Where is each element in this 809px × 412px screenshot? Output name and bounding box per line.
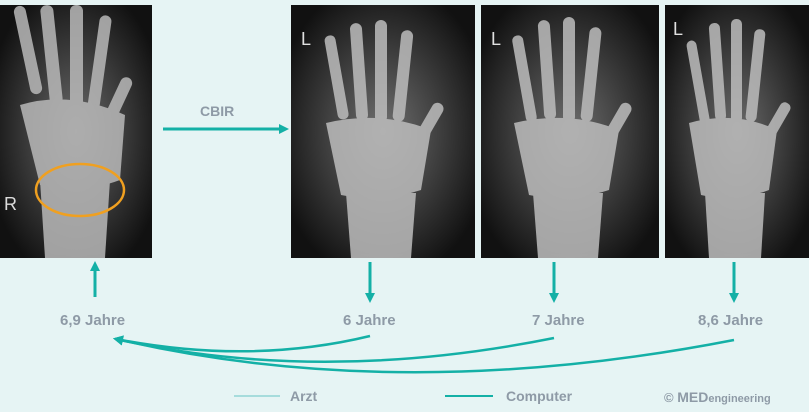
result-3-age-label: 8,6 Jahre (698, 312, 763, 329)
copyright-suffix: engineering (708, 393, 770, 405)
copyright-notice: © MEDengineering (664, 389, 771, 405)
copyright-brand: MED (677, 389, 708, 405)
query-age-label: 6,9 Jahre (60, 312, 125, 329)
curve-arrow-8-6-jahre (116, 339, 734, 372)
legend-arzt-label: Arzt (290, 388, 317, 404)
cbir-label: CBIR (200, 103, 234, 119)
wrist-region-highlight (36, 164, 124, 216)
curve-arrow-7-jahre (116, 338, 554, 362)
result-1-age-label: 6 Jahre (343, 312, 396, 329)
copyright-symbol: © (664, 390, 674, 405)
legend-computer-label: Computer (506, 388, 572, 404)
curve-arrow-6-jahre (116, 336, 370, 351)
result-2-age-label: 7 Jahre (532, 312, 585, 329)
